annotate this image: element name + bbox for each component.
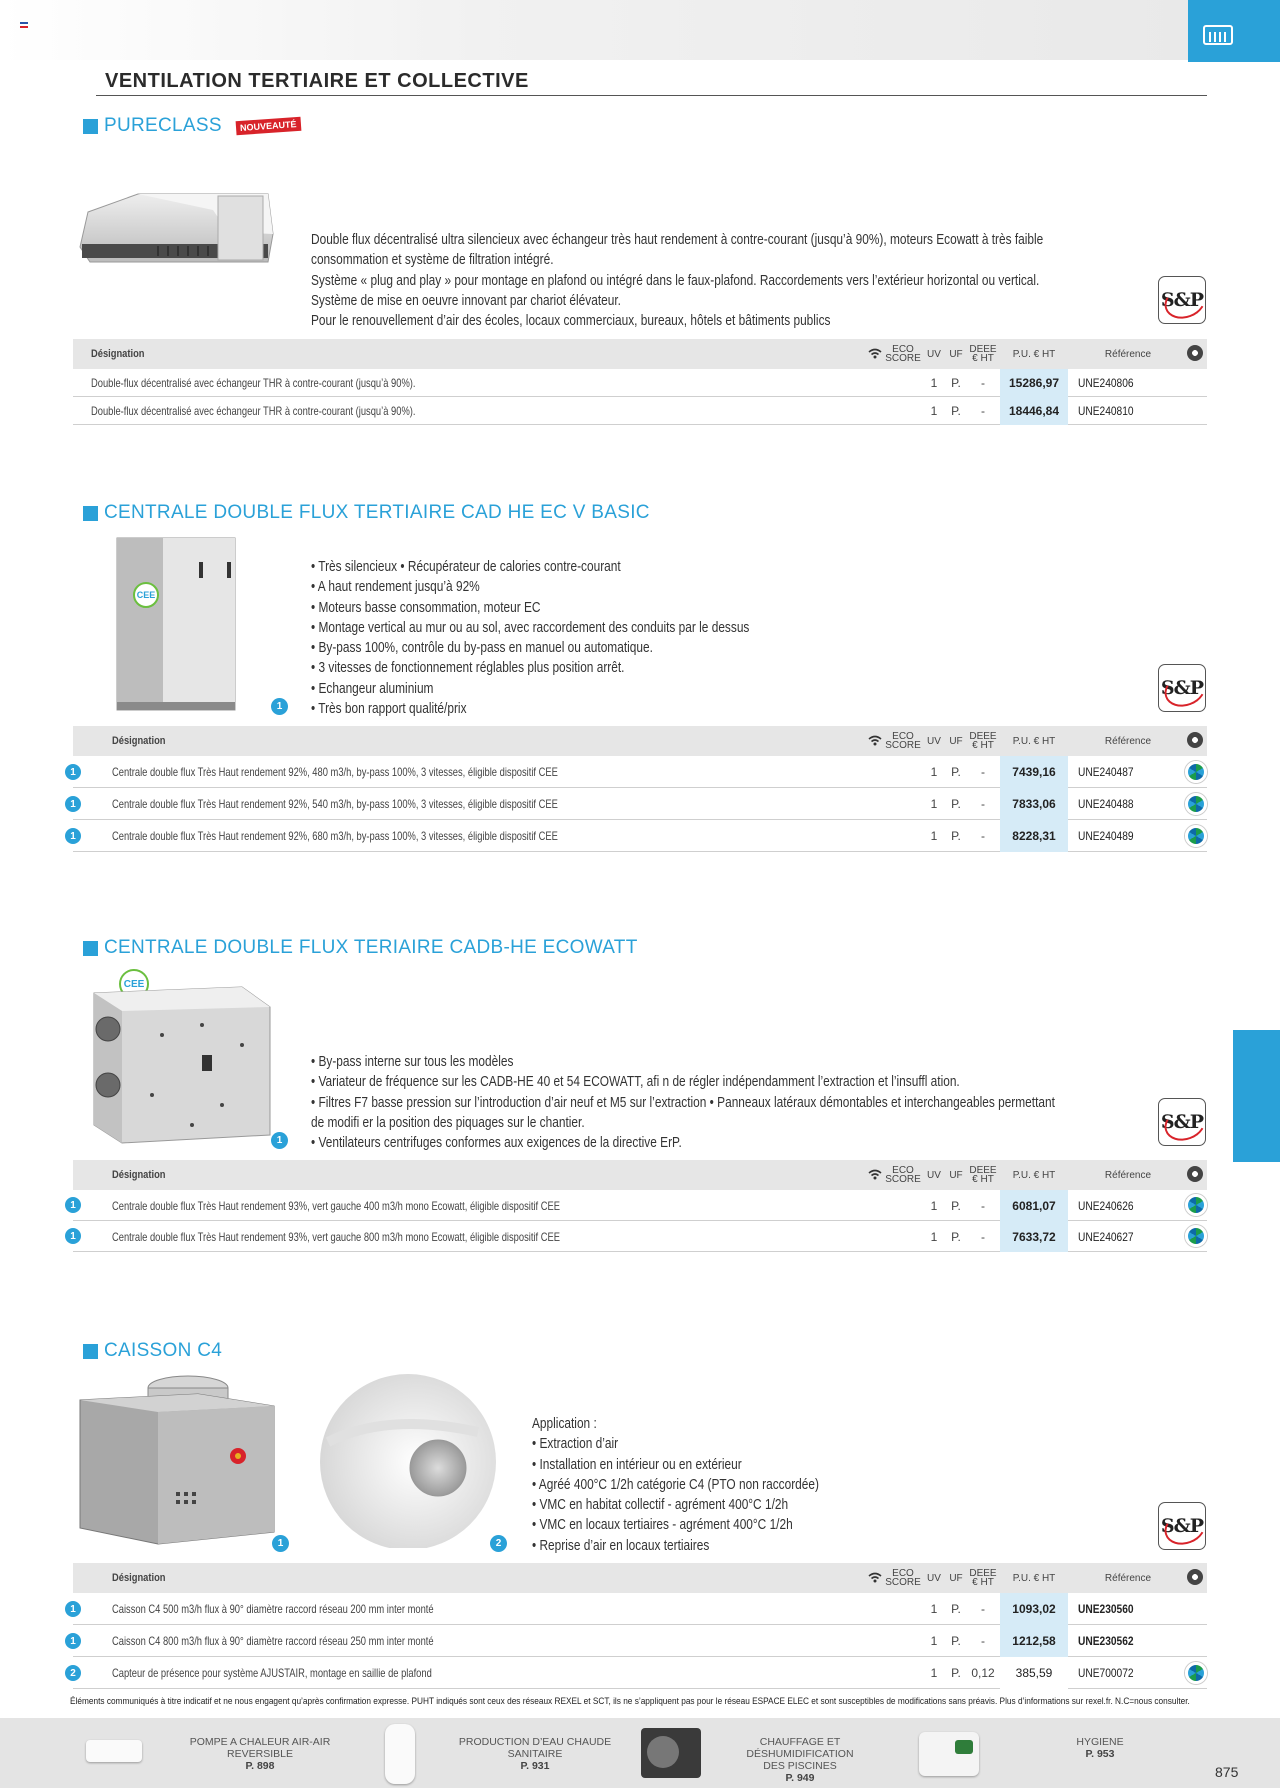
section-title: CAISSON C4	[104, 1340, 223, 1361]
recycle-icon	[1187, 1569, 1203, 1585]
section-title: CENTRALE DOUBLE FLUX TERTIAIRE CAD HE EC…	[104, 502, 650, 523]
wifi-icon	[868, 1572, 882, 1583]
row-marker: 1	[65, 828, 81, 844]
footer-link-hot-water[interactable]: PRODUCTION D’EAU CHAUDE SANITAIRE P. 931	[350, 1718, 630, 1788]
table-row[interactable]: 1 Centrale double flux Très Haut rendeme…	[65, 1190, 1207, 1221]
row-marker: 1	[65, 1197, 81, 1213]
water-heater-thumbnail	[385, 1724, 415, 1784]
sp-brand-logo: S&P	[1158, 1098, 1206, 1146]
top-band	[0, 0, 1188, 60]
section-title: PURECLASS	[104, 115, 222, 136]
section-square-icon	[83, 940, 98, 956]
table-row[interactable]: Double-flux décentralisé avec échangeur …	[73, 369, 1207, 397]
title-divider	[96, 95, 1207, 96]
recycle-icon	[1187, 345, 1203, 361]
row-marker: 1	[65, 764, 81, 780]
footer-link-pool[interactable]: CHAUFFAGE ET DÉSHUMIDIFICATION DES PISCI…	[635, 1718, 915, 1788]
sp-brand-logo: S&P	[1158, 664, 1206, 712]
chapter-tab[interactable]	[1188, 0, 1280, 62]
heat-pump-thumbnail	[86, 1740, 142, 1762]
table-row[interactable]: 1 Centrale double flux Très Haut rendeme…	[65, 1221, 1207, 1252]
wifi-icon	[868, 1169, 882, 1180]
image-marker: 1	[271, 1132, 288, 1149]
wifi-icon	[868, 348, 882, 359]
pool-unit-thumbnail	[641, 1728, 701, 1778]
eco-label-icon	[1185, 761, 1207, 783]
hand-dryer-thumbnail	[919, 1732, 979, 1776]
sp-brand-logo: S&P	[1158, 1502, 1206, 1550]
row-marker: 1	[65, 1601, 81, 1617]
caisson-c4-description: Application : • Extraction d’air • Insta…	[532, 1416, 819, 1554]
row-marker: 1	[65, 1633, 81, 1649]
pureclass-product-image	[79, 193, 274, 263]
sp-brand-logo: S&P	[1158, 276, 1206, 324]
new-badge: NOUVEAUTÉ	[235, 116, 301, 136]
image-marker: 1	[271, 698, 288, 715]
table-row[interactable]: 1 Caisson C4 500 m3/h flux à 90° diamètr…	[65, 1593, 1207, 1625]
table-row[interactable]: 1 Centrale double flux Très Haut rendeme…	[65, 820, 1207, 852]
row-marker: 1	[65, 796, 81, 812]
side-index-tab[interactable]	[1233, 1030, 1280, 1162]
recycle-icon	[1187, 732, 1203, 748]
pureclass-description: Double flux décentralisé ultra silencieu…	[311, 232, 1044, 330]
footer-crossref-bar: POMPE A CHALEUR AIR-AIR REVERSIBLE P. 89…	[0, 1718, 1280, 1788]
eco-label-icon	[1185, 793, 1207, 815]
row-marker: 2	[65, 1665, 81, 1681]
section-square-icon	[83, 118, 98, 134]
table-row[interactable]: 1 Centrale double flux Très Haut rendeme…	[65, 788, 1207, 820]
cee-badge: CEE	[133, 582, 159, 608]
footer-link-heat-pump[interactable]: POMPE A CHALEUR AIR-AIR REVERSIBLE P. 89…	[80, 1718, 360, 1788]
table-row[interactable]: 1 Centrale double flux Très Haut rendeme…	[65, 756, 1207, 788]
eco-label-icon	[1185, 1194, 1207, 1216]
eco-label-icon	[1185, 1225, 1207, 1247]
section-title: CENTRALE DOUBLE FLUX TERIAIRE CADB-HE EC…	[104, 937, 638, 958]
eco-label-icon	[1185, 1662, 1207, 1684]
table-row[interactable]: 2 Capteur de présence pour système AJUST…	[65, 1657, 1207, 1689]
caisson-c4-product-image	[79, 1375, 275, 1545]
page-title: VENTILATION TERTIAIRE ET COLLECTIVE	[105, 70, 529, 92]
table-row[interactable]: 1 Caisson C4 800 m3/h flux à 90° diamètr…	[65, 1625, 1207, 1657]
section-square-icon	[83, 1343, 98, 1359]
section-heading-pureclass: PURECLASS NOUVEAUTÉ	[83, 115, 301, 137]
section-heading-cadb-he: CENTRALE DOUBLE FLUX TERIAIRE CADB-HE EC…	[83, 937, 638, 959]
presence-sensor-image	[320, 1374, 496, 1548]
row-marker: 1	[65, 1228, 81, 1244]
disclaimer-text: Éléments communiqués à titre indicatif e…	[70, 1696, 1190, 1706]
footer-link-hygiene[interactable]: HYGIENE P. 953	[915, 1718, 1195, 1788]
flag-icon	[20, 22, 28, 28]
page-number: 875	[1215, 1764, 1239, 1780]
wifi-icon	[868, 735, 882, 746]
section-heading-caisson-c4: CAISSON C4	[83, 1340, 222, 1362]
cadb-he-product-image	[93, 986, 271, 1144]
section-square-icon	[83, 505, 98, 521]
section-heading-cad-he: CENTRALE DOUBLE FLUX TERTIAIRE CAD HE EC…	[83, 502, 650, 524]
recycle-icon	[1187, 1166, 1203, 1182]
image-marker: 1	[272, 1535, 289, 1552]
cad-he-product-image	[116, 537, 236, 711]
cadb-he-description: • By-pass interne sur tous les modèles •…	[311, 1054, 1055, 1152]
cad-he-description: • Très silencieux • Récupérateur de calo…	[311, 559, 750, 718]
image-marker: 2	[490, 1535, 507, 1552]
eco-label-icon	[1185, 825, 1207, 847]
table-row[interactable]: Double-flux décentralisé avec échangeur …	[73, 397, 1207, 425]
radiator-icon	[1203, 25, 1233, 45]
